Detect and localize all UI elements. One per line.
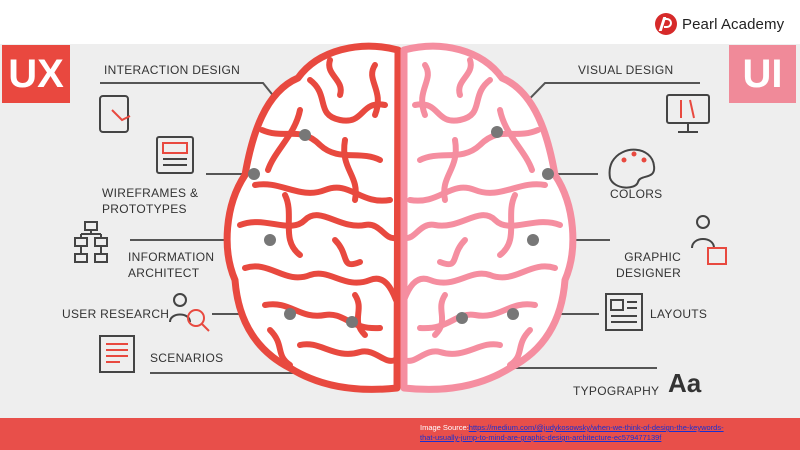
- ui-badge: UI: [729, 45, 796, 103]
- tablet-touch-icon: [99, 95, 131, 133]
- graphic-designer-icon: [691, 215, 727, 265]
- label-wireframes-line1: WIREFRAMES &: [102, 186, 199, 200]
- label-colors: COLORS: [610, 187, 663, 201]
- user-search-icon: [169, 293, 210, 332]
- label-user-research: USER RESEARCH: [62, 307, 170, 321]
- color-palette-icon: [608, 148, 656, 189]
- footer-line-2: that-usually-jump-to-mind-are-graphic-de…: [420, 433, 661, 442]
- label-layouts: LAYOUTS: [650, 307, 708, 321]
- left-brain-hemisphere: [223, 42, 402, 393]
- label-graphic-line2: DESIGNER: [616, 266, 682, 280]
- footer-prefix: Image Source:: [420, 423, 469, 432]
- label-information-line1: INFORMATION: [128, 250, 215, 264]
- source-footer: Image Source:https://medium.com/@judykos…: [0, 418, 800, 450]
- label-scenarios: SCENARIOS: [150, 351, 224, 365]
- ux-badge: UX: [2, 45, 70, 103]
- pearl-academy-logo[interactable]: Pearl Academy: [655, 13, 784, 35]
- label-visual-design: VISUAL DESIGN: [578, 63, 674, 77]
- sitemap-icon: [74, 221, 108, 263]
- label-typography: TYPOGRAPHY: [573, 384, 660, 398]
- monitor-brushes-icon: [666, 94, 710, 133]
- label-information-line2: ARCHITECT: [128, 266, 200, 280]
- right-brain-hemisphere: [400, 42, 577, 393]
- pearl-academy-logo-icon: [655, 13, 677, 35]
- label-information-architect: INFORMATION ARCHITECT: [128, 249, 214, 281]
- layout-icon: [605, 293, 643, 331]
- wireframe-icon: [156, 136, 194, 174]
- label-interaction-design: INTERACTION DESIGN: [104, 63, 241, 77]
- label-wireframes-line2: PROTOTYPES: [102, 202, 187, 216]
- label-graphic-line1: GRAPHIC: [624, 250, 682, 264]
- connector-dots: [248, 126, 554, 328]
- label-wireframes-prototypes: WIREFRAMES & PROTOTYPES: [102, 185, 198, 217]
- footer-line-1: Image Source:https://medium.com/@judykos…: [420, 423, 724, 432]
- source-link-part1[interactable]: https://medium.com/@judykosowsky/when-we…: [468, 423, 724, 432]
- brand-name: Pearl Academy: [682, 15, 785, 33]
- label-graphic-designer: GRAPHIC DESIGNER: [616, 249, 681, 281]
- source-link-part2[interactable]: that-usually-jump-to-mind-are-graphic-de…: [420, 433, 662, 442]
- typography-aa-icon: Aa: [668, 368, 702, 398]
- scenario-document-icon: [99, 335, 135, 373]
